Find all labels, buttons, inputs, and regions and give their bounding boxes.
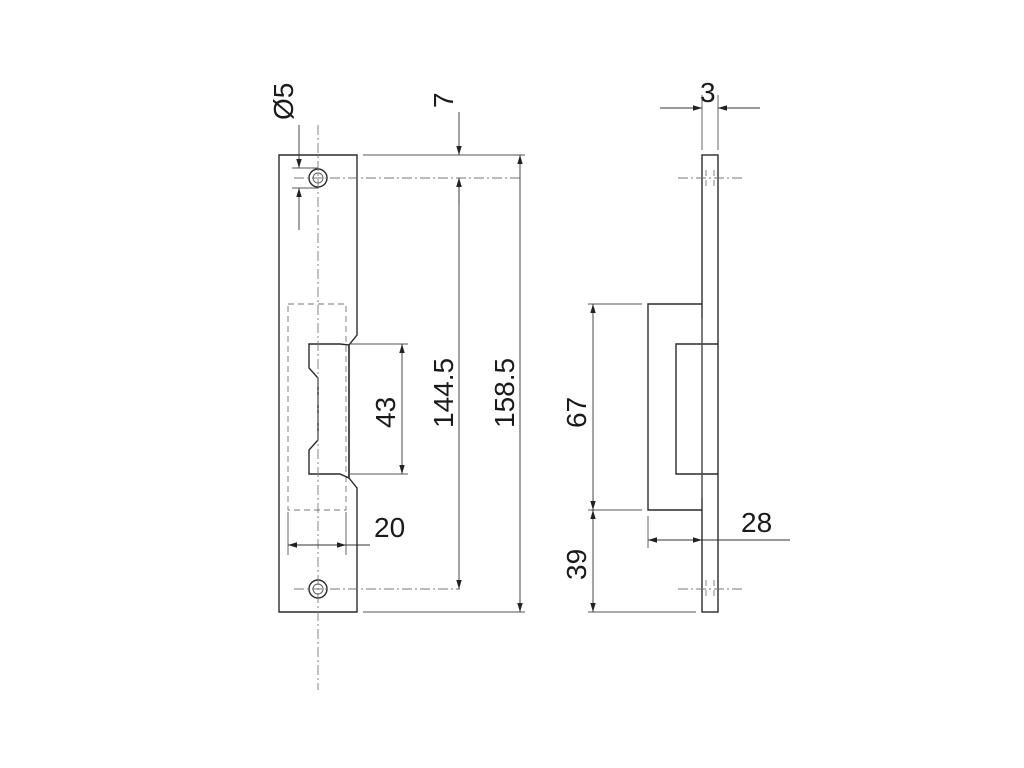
- dim-hole-offset: 7: [428, 92, 462, 205]
- dim-plate-thickness: 3: [660, 77, 760, 111]
- dim-label-depth: 28: [741, 507, 772, 538]
- plate-profile: [701, 154, 719, 613]
- dim-hole-spacing: 144.5: [428, 178, 462, 589]
- dim-label-hole-offset: 7: [428, 92, 459, 108]
- dim-housing-height: 67: [561, 304, 596, 510]
- dim-label-hole-diameter: Ø5: [268, 83, 299, 120]
- dim-label-overall-length: 158.5: [489, 358, 520, 428]
- dim-depth: 28: [648, 507, 790, 543]
- dim-label-bottom-offset: 39: [561, 549, 592, 580]
- dim-opening-height: 43: [370, 344, 405, 474]
- dim-bottom-offset: 39: [561, 510, 596, 612]
- dim-hole-diameter: Ø5: [268, 83, 318, 230]
- front-view: Ø5 7 144.5 158.5 43 20: [268, 83, 525, 690]
- dim-label-plate-thickness: 3: [700, 77, 716, 108]
- dim-label-opening-height: 43: [370, 397, 401, 428]
- latch-opening: [308, 343, 350, 480]
- side-view: 3 67 39 28: [561, 77, 790, 613]
- latch-recess: [675, 343, 718, 475]
- dim-overall-length: 158.5: [489, 155, 523, 612]
- housing-profile: [647, 303, 702, 511]
- dim-label-width: 20: [374, 512, 405, 543]
- hidden-housing: [287, 303, 347, 511]
- dim-label-hole-spacing: 144.5: [428, 358, 459, 428]
- dim-label-housing-height: 67: [561, 397, 592, 428]
- dim-width: 20: [288, 512, 405, 548]
